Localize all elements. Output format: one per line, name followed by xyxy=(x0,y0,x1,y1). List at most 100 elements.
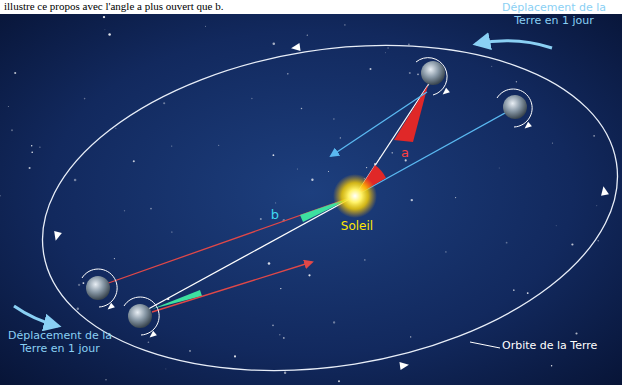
star xyxy=(284,372,286,374)
star xyxy=(491,66,492,67)
earth xyxy=(416,58,450,97)
star xyxy=(296,168,298,170)
star xyxy=(455,197,456,198)
star xyxy=(31,145,32,146)
sun xyxy=(333,174,377,218)
star xyxy=(29,167,31,169)
star xyxy=(84,98,86,100)
star xyxy=(74,179,77,182)
star xyxy=(384,52,386,54)
star xyxy=(14,72,16,74)
star xyxy=(105,379,107,381)
earth xyxy=(497,89,532,131)
star xyxy=(409,72,411,74)
sun-earth-line xyxy=(100,196,355,286)
star xyxy=(410,336,411,337)
star xyxy=(344,24,345,25)
star xyxy=(275,202,277,204)
star xyxy=(104,29,106,31)
sun-earth-line xyxy=(141,196,355,313)
star xyxy=(108,33,111,36)
star xyxy=(165,368,167,370)
star xyxy=(283,337,285,339)
star xyxy=(340,137,341,138)
star xyxy=(498,167,500,169)
star xyxy=(103,16,105,18)
displacement-label: Déplacement de la Terre en 1 jour xyxy=(4,330,116,355)
star xyxy=(445,251,446,252)
star xyxy=(366,167,367,168)
star xyxy=(39,147,40,148)
earth xyxy=(124,297,159,340)
star xyxy=(78,284,80,286)
star xyxy=(387,47,389,49)
star xyxy=(124,210,125,211)
star xyxy=(114,258,115,259)
star xyxy=(148,341,150,343)
star xyxy=(333,118,334,119)
star xyxy=(408,43,410,45)
earth-orbit xyxy=(19,7,622,385)
star xyxy=(234,355,236,357)
star xyxy=(163,102,165,104)
star xyxy=(411,199,413,201)
star xyxy=(268,262,271,265)
displacement-label: Déplacement de la Terre en 1 jour xyxy=(498,2,610,27)
star xyxy=(251,98,253,100)
earth xyxy=(82,269,117,312)
star xyxy=(280,288,281,289)
star xyxy=(301,108,303,110)
angle-label: b xyxy=(268,208,282,223)
star xyxy=(115,127,117,129)
sun-earth-line xyxy=(355,108,514,196)
star xyxy=(369,68,371,70)
star xyxy=(513,289,515,291)
leader-line xyxy=(470,342,500,348)
star xyxy=(150,208,152,210)
sun-label: Soleil xyxy=(330,220,384,234)
star xyxy=(506,242,508,244)
star xyxy=(133,160,135,162)
angle-label: a xyxy=(398,146,412,161)
star xyxy=(11,129,13,131)
star xyxy=(308,274,310,276)
star xyxy=(218,144,220,146)
star xyxy=(596,205,598,207)
orbit-arrows xyxy=(52,43,609,370)
star xyxy=(272,325,274,327)
star xyxy=(593,135,595,137)
star xyxy=(307,35,308,36)
star xyxy=(338,380,340,382)
star xyxy=(555,225,557,227)
star xyxy=(287,73,289,75)
star xyxy=(31,151,33,153)
displacement-arrow xyxy=(476,41,552,48)
star xyxy=(527,292,529,294)
star xyxy=(392,152,393,153)
orbit-label: Orbite de la Terre xyxy=(502,340,618,353)
star xyxy=(571,243,573,245)
star xyxy=(273,154,275,156)
star xyxy=(516,81,517,82)
star xyxy=(273,43,276,46)
angle-a-earth xyxy=(394,85,428,142)
stars xyxy=(0,16,599,382)
star xyxy=(77,307,79,309)
star xyxy=(311,179,313,181)
star xyxy=(328,171,329,172)
star xyxy=(552,142,553,143)
star xyxy=(333,321,335,323)
displacement-arrow xyxy=(14,306,58,326)
star xyxy=(598,240,599,241)
star xyxy=(260,218,262,220)
direction-arrow xyxy=(152,262,312,312)
star xyxy=(82,282,84,284)
star xyxy=(8,106,9,107)
star xyxy=(364,259,366,261)
star xyxy=(575,332,577,334)
direction-arrow xyxy=(331,92,427,156)
angle-b-earth xyxy=(152,290,202,309)
star xyxy=(171,145,172,146)
